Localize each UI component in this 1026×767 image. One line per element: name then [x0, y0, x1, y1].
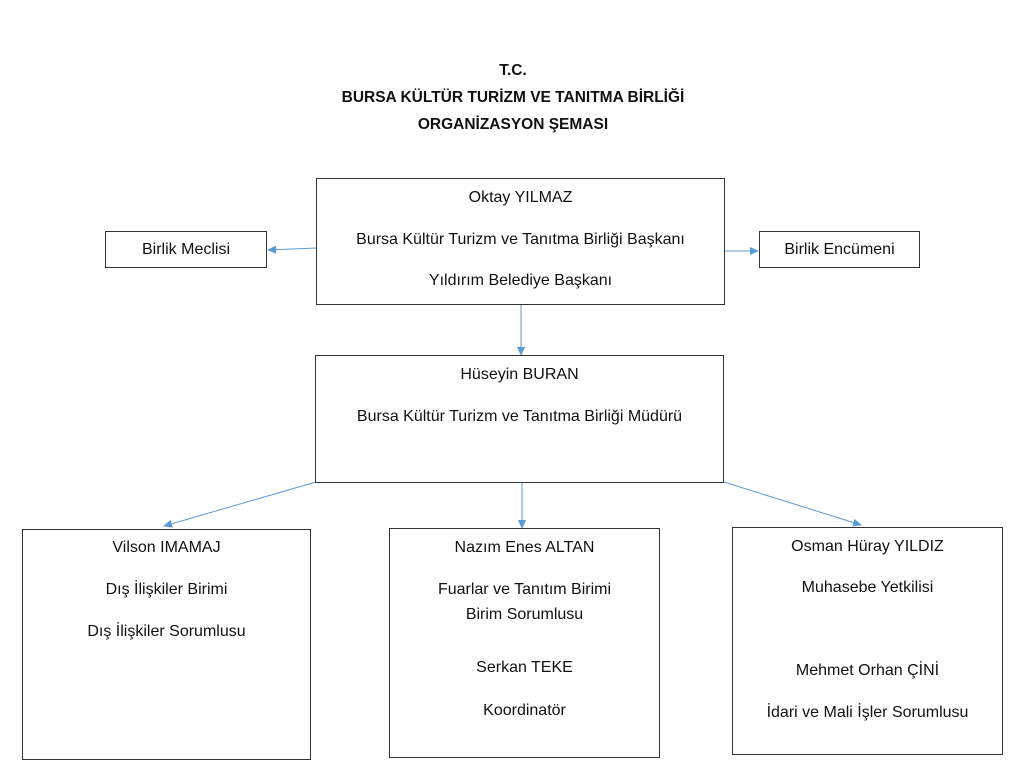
- connector-director-foreign: [163, 481, 317, 528]
- connector-president-assembly: [267, 245, 318, 254]
- accounting-box: Osman Hüray YILDIZ Muhasebe Yetkilisi Me…: [732, 527, 1003, 755]
- fairs-coordinator-name: Serkan TEKE: [476, 659, 573, 676]
- assembly-label: Birlik Meclisi: [142, 241, 230, 258]
- director-role: Bursa Kültür Turizm ve Tanıtma Birliği M…: [356, 408, 683, 425]
- connector-director-accounting: [723, 481, 862, 527]
- fairs-unit: Fuarlar ve Tanıtım Birimi: [437, 581, 612, 598]
- admin-finance-role: İdari ve Mali İşler Sorumlusu: [766, 704, 969, 721]
- president-box: Oktay YILMAZ Bursa Kültür Turizm ve Tanı…: [316, 178, 725, 305]
- admin-finance-name: Mehmet Orhan ÇİNİ: [795, 662, 940, 679]
- director-name: Hüseyin BURAN: [460, 366, 579, 383]
- header-chart-title: ORGANİZASYON ŞEMASI: [417, 116, 609, 133]
- president-role-secondary: Yıldırım Belediye Başkanı: [428, 272, 613, 289]
- header-organization: BURSA KÜLTÜR TURİZM VE TANITMA BİRLİĞİ: [341, 89, 685, 106]
- header-tc: T.C.: [499, 62, 527, 79]
- foreign-relations-role: Dış İlişkiler Sorumlusu: [87, 623, 246, 640]
- foreign-relations-box: Vilson IMAMAJ Dış İlişkiler Birimi Dış İ…: [22, 529, 311, 760]
- accounting-role: Muhasebe Yetkilisi: [801, 579, 934, 596]
- foreign-relations-unit: Dış İlişkiler Birimi: [105, 581, 228, 598]
- council-box: Birlik Encümeni: [759, 231, 920, 268]
- assembly-box: Birlik Meclisi: [105, 231, 267, 268]
- council-label: Birlik Encümeni: [784, 241, 895, 258]
- president-role: Bursa Kültür Turizm ve Tanıtma Birliği B…: [356, 231, 685, 248]
- fairs-name: Nazım Enes ALTAN: [454, 539, 595, 556]
- accounting-name: Osman Hüray YILDIZ: [791, 538, 944, 555]
- director-box: Hüseyin BURAN Bursa Kültür Turizm ve Tan…: [315, 355, 724, 483]
- fairs-coordinator-role: Koordinatör: [483, 702, 566, 719]
- fairs-box: Nazım Enes ALTAN Fuarlar ve Tanıtım Biri…: [389, 528, 660, 758]
- fairs-role: Birim Sorumlusu: [465, 606, 584, 623]
- president-name: Oktay YILMAZ: [468, 189, 573, 206]
- foreign-relations-name: Vilson IMAMAJ: [112, 539, 221, 556]
